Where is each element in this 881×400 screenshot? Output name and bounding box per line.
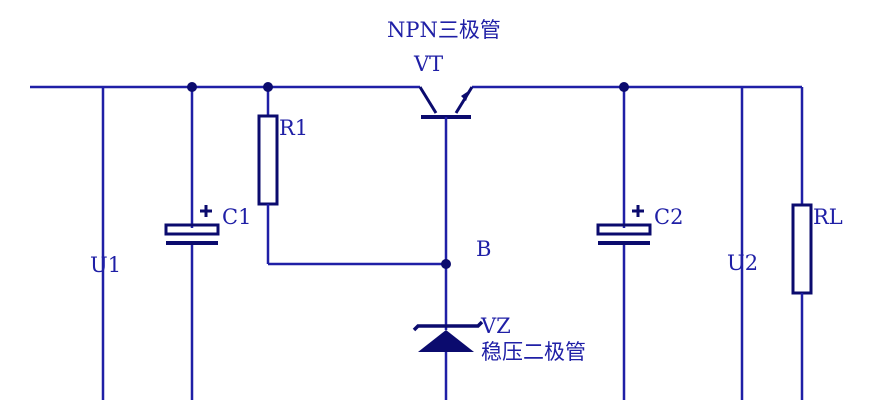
r1-body: [257, 114, 279, 206]
junction-r1: [263, 82, 273, 92]
u2-label: U2: [727, 251, 759, 275]
zener-cathode: [412, 320, 484, 332]
zener-label: VZ: [481, 314, 511, 338]
junction-c1: [187, 82, 197, 92]
rl-body: [791, 203, 813, 295]
c1-label: C1: [222, 205, 252, 229]
vt-emitter-arrow: [461, 90, 470, 101]
c1-plate-top: [164, 223, 220, 236]
junction-b: [441, 259, 451, 269]
zener-type-label: 稳压二极管: [481, 340, 586, 364]
junction-c2: [619, 82, 629, 92]
u1-label: U1: [90, 253, 122, 277]
vt-collector: [418, 86, 438, 114]
transistor-label: VT: [414, 52, 444, 76]
rl-label: RL: [813, 205, 843, 229]
c2-label: C2: [654, 205, 684, 229]
zener-triangle: [418, 330, 474, 352]
r1-label: R1: [279, 116, 309, 140]
c2-plate-top: [596, 223, 652, 236]
node-b-label: B: [476, 237, 492, 261]
transistor-type-label: NPN三极管: [387, 18, 501, 42]
